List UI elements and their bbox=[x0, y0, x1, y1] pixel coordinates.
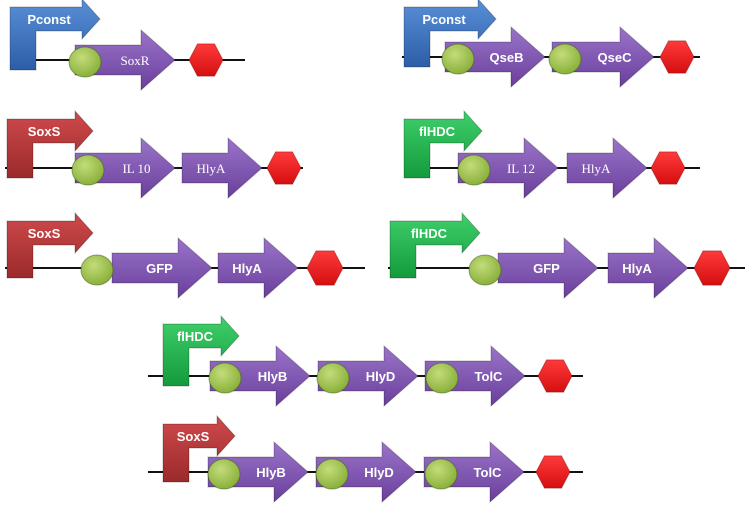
promoter-arrow-icon bbox=[403, 0, 497, 68]
promoter-label: flHDC bbox=[419, 124, 456, 139]
rbs-icon bbox=[208, 362, 242, 394]
promoter-label: Pconst bbox=[422, 12, 466, 27]
gene-label: TolC bbox=[474, 465, 503, 480]
gene-label: IL 12 bbox=[507, 161, 535, 176]
gene-label: QseC bbox=[598, 50, 633, 65]
rbs-icon bbox=[468, 254, 502, 286]
rbs-icon bbox=[424, 458, 458, 490]
gene-arrow-icon bbox=[217, 236, 299, 300]
gene-label: HlyD bbox=[366, 369, 396, 384]
promoter-arrow-icon bbox=[9, 0, 101, 71]
promoter-arrow-icon bbox=[6, 211, 94, 279]
gene-label: HlyA bbox=[197, 161, 227, 176]
gene-label: HlyD bbox=[364, 465, 394, 480]
terminator-icon bbox=[535, 455, 571, 489]
promoter-label: flHDC bbox=[177, 329, 214, 344]
terminator-icon bbox=[306, 250, 344, 286]
promoter-label: Pconst bbox=[27, 12, 71, 27]
promoter-arrow-icon bbox=[6, 109, 94, 179]
gene-label: TolC bbox=[475, 369, 504, 384]
rbs-icon bbox=[425, 362, 459, 394]
construct: flHDC GFP HlyA bbox=[388, 211, 745, 300]
gene-label: GFP bbox=[146, 261, 173, 276]
gene-label: HlyA bbox=[232, 261, 262, 276]
gene-arrow-icon bbox=[607, 236, 689, 300]
terminator-icon bbox=[266, 151, 302, 185]
terminator-icon bbox=[188, 43, 224, 77]
promoter-arrow-icon bbox=[403, 109, 483, 179]
gene-arrow-icon bbox=[111, 236, 213, 300]
rbs-icon bbox=[68, 46, 102, 78]
promoter-arrow-icon bbox=[389, 211, 481, 279]
rbs-icon bbox=[548, 43, 582, 75]
promoter-label: flHDC bbox=[411, 226, 448, 241]
rbs-icon bbox=[316, 362, 350, 394]
gene-label: IL 10 bbox=[122, 161, 150, 176]
gene-arrow-icon bbox=[566, 136, 648, 200]
gene-label: GFP bbox=[533, 261, 560, 276]
gene-label: HlyA bbox=[582, 161, 612, 176]
promoter-label: SoxS bbox=[28, 226, 61, 241]
gene-arrow-icon bbox=[497, 236, 599, 300]
construct: SoxS HlyB HlyD TolC bbox=[148, 414, 583, 504]
rbs-icon bbox=[71, 154, 105, 186]
rbs-icon bbox=[457, 154, 491, 186]
gene-label: SoxR bbox=[121, 53, 150, 68]
rbs-icon bbox=[441, 43, 475, 75]
promoter-label: SoxS bbox=[177, 429, 210, 444]
rbs-icon bbox=[207, 458, 241, 490]
rbs-icon bbox=[80, 254, 114, 286]
terminator-icon bbox=[659, 40, 695, 74]
promoter-label: SoxS bbox=[28, 124, 61, 139]
rbs-icon bbox=[315, 458, 349, 490]
promoter-arrow-icon bbox=[162, 314, 240, 387]
terminator-icon bbox=[693, 250, 731, 286]
gene-label: HlyB bbox=[258, 369, 288, 384]
gene-arrow-icon bbox=[181, 136, 263, 200]
construct: SoxS IL 10 HlyA bbox=[5, 109, 303, 200]
terminator-icon bbox=[650, 151, 686, 185]
gene-label: QseB bbox=[490, 50, 524, 65]
construct: flHDC IL 12 HlyA bbox=[403, 109, 700, 200]
gene-label: HlyB bbox=[256, 465, 286, 480]
terminator-icon bbox=[537, 359, 573, 393]
construct: SoxS GFP HlyA bbox=[5, 211, 365, 300]
construct: flHDC HlyB HlyD TolC bbox=[148, 314, 583, 408]
promoter-arrow-icon bbox=[162, 414, 236, 483]
gene-label: HlyA bbox=[622, 261, 652, 276]
